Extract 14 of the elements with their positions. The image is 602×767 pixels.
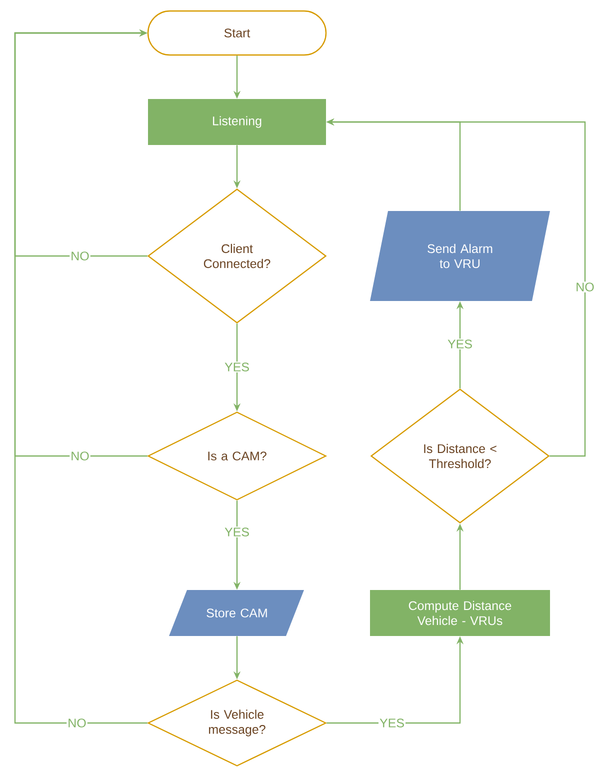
process-box: Compute Distance Vehicle - VRUs [370, 590, 550, 636]
data-parallelogram: Store CAM [169, 590, 304, 636]
start-terminal: Start [147, 10, 327, 56]
edge-label: NO [66, 718, 88, 728]
edge-label: NO [574, 282, 596, 292]
data-parallelogram: Send Alarm to VRU [370, 211, 550, 301]
edge-label: NO [70, 250, 90, 262]
edge-label: YES [446, 338, 474, 350]
arrow [14, 29, 148, 724]
edge-label: YES [378, 718, 406, 728]
process-box: Listening [148, 99, 326, 145]
edge-label: NO [70, 450, 90, 462]
edge-label: YES [224, 526, 250, 538]
edge-label: YES [224, 362, 250, 372]
